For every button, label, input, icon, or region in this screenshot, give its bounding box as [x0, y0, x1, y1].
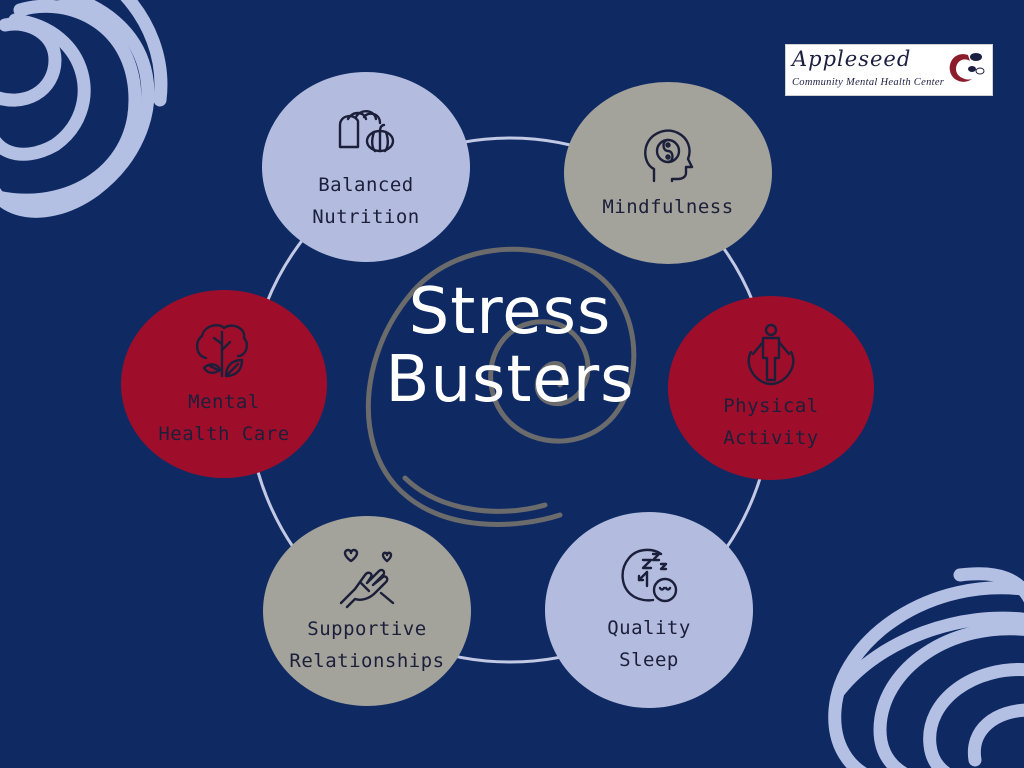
apple-logo-icon [949, 53, 985, 82]
node-label: Mindfulness [573, 191, 763, 223]
node-label: Physical Activity [676, 390, 866, 454]
bread-pumpkin-icon [338, 110, 395, 153]
label-line-1: Mental [188, 391, 260, 413]
label-line-1: Mindfulness [602, 196, 734, 218]
label-line-2: Health Care [158, 423, 290, 445]
scribble-top-left [0, 0, 168, 218]
label-line-1: Supportive [307, 618, 427, 640]
node-mindfulness: Mindfulness [564, 82, 772, 264]
sleep-clock-icon [621, 548, 678, 603]
label-line-2: Sleep [619, 649, 679, 671]
node-balanced-nutrition: Balanced Nutrition [262, 72, 470, 262]
label-line-1: Physical [723, 395, 819, 417]
node-mental-health-care: Mental Health Care [121, 290, 327, 478]
holding-hands-icon [339, 548, 395, 609]
label-line-2: Activity [723, 427, 819, 449]
label-line-2: Relationships [289, 650, 445, 672]
node-physical-activity: Physical Activity [668, 296, 874, 480]
label-line-1: Quality [607, 617, 691, 639]
node-label: Balanced Nutrition [271, 169, 461, 233]
logo-subtitle: Community Mental Health Center [792, 77, 945, 88]
logo-name: Appleseed [792, 47, 912, 71]
label-line-2: Nutrition [312, 206, 420, 228]
title-line-2: Busters [385, 343, 635, 417]
title-line-1: Stress [408, 275, 612, 349]
label-line-1: Balanced [318, 174, 414, 196]
node-supportive-relationships: Supportive Relationships [263, 516, 471, 706]
tree-head-leaves-icon [195, 324, 249, 378]
jump-rope-person-icon [747, 323, 795, 386]
appleseed-logo: Appleseed Community Mental Health Center [785, 44, 993, 96]
page-title: Stress Busters [360, 278, 660, 414]
head-yin-yang-icon [644, 129, 694, 183]
node-quality-sleep: Quality Sleep [545, 512, 753, 708]
node-label: Mental Health Care [129, 386, 319, 450]
center-spiral [365, 246, 637, 527]
node-label: Quality Sleep [554, 612, 744, 676]
scribble-bottom-right [828, 567, 1024, 768]
node-label: Supportive Relationships [272, 613, 462, 677]
